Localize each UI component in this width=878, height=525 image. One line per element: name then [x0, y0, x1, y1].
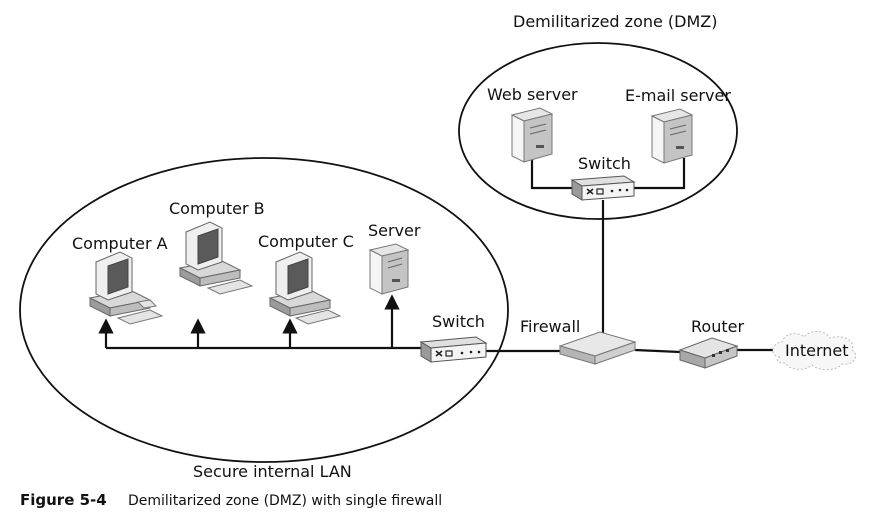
firewall-label: Firewall [520, 317, 580, 336]
computer-b-label: Computer B [169, 199, 265, 218]
lan-switch-icon [419, 336, 488, 363]
figure-caption-text: Demilitarized zone (DMZ) with single fir… [128, 493, 442, 509]
internet-label: Internet [785, 341, 849, 360]
email-server-icon [650, 108, 694, 164]
lan-zone-label: Secure internal LAN [193, 462, 352, 481]
internet-cloud-icon [772, 331, 857, 371]
dmz-zone-boundary [458, 42, 738, 220]
web-server-icon [510, 107, 554, 163]
lan-server-icon [368, 243, 410, 295]
computer-b-icon [178, 221, 254, 295]
dmz-zone-label: Demilitarized zone (DMZ) [513, 12, 718, 31]
router-label: Router [691, 317, 744, 336]
computer-c-icon [268, 251, 342, 325]
web-server-label: Web server [487, 85, 578, 104]
dmz-switch-label: Switch [578, 154, 631, 173]
figure-caption-label: Figure 5-4 [20, 491, 107, 509]
router-icon [678, 337, 739, 369]
dmz-switch-icon [570, 175, 636, 201]
firewall-icon [558, 331, 637, 365]
connections [98, 157, 775, 354]
computer-a-icon [88, 251, 164, 325]
lan-switch-label: Switch [432, 312, 485, 331]
server-label: Server [368, 221, 421, 240]
computer-a-label: Computer A [72, 234, 168, 253]
computer-c-label: Computer C [258, 232, 354, 251]
email-server-label: E-mail server [625, 86, 731, 105]
lan-zone-boundary [19, 157, 509, 463]
